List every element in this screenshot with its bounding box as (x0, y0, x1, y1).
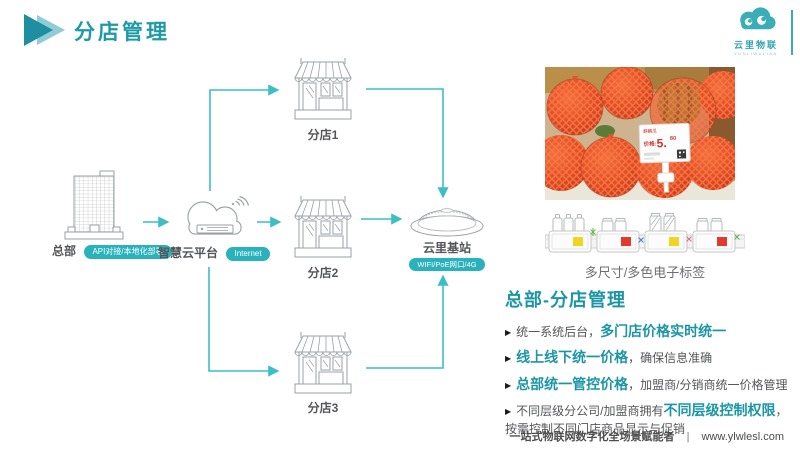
bullet-emphasis: 多门店价格实时统一 (600, 323, 727, 339)
store3-label: 分店3 (307, 401, 339, 415)
hq-label: 总部 (52, 244, 77, 258)
bullet-emphasis: 线上线下统一价格 (516, 349, 629, 366)
esl-caption: 多尺寸/多色电子标签 (584, 265, 706, 280)
footer-slogan: 一站式物联网数字化全场景赋能者 (509, 431, 675, 443)
store3-icon (294, 332, 352, 394)
flow-arrows (143, 84, 449, 377)
esl-qr-code (676, 149, 687, 159)
bullet-emphasis: 不同层级控制权限 (663, 402, 776, 419)
base-station-icon (410, 208, 484, 237)
footer: 一站式物联网数字化全场景赋能者 | www.ylwlesl.com (510, 428, 785, 444)
bullet-text: 统一系统后台， (516, 325, 601, 339)
features-panel: 总部-分店管理 ▶ 统一系统后台，多门店价格实时统一 ▶ 线上线下统一价格，确保信息… (505, 286, 793, 444)
bullet-text: ，加盟商/分销商统一价格管理 (628, 377, 788, 392)
features-heading: 总部-分店管理 (505, 290, 626, 310)
feature-bullet-1: ▶ 统一系统后台，多门店价格实时统一 (505, 321, 793, 341)
electronic-shelf-label: 麒麟瓜 价格: 5. 80 (638, 122, 691, 193)
esl-tag-row (548, 230, 736, 253)
cloud-platform-icon (187, 195, 250, 235)
store2-icon (294, 196, 352, 258)
footer-url: www.ylwlesl.com (701, 431, 784, 443)
hq-badge: API对接/本地化部署 (84, 245, 172, 259)
arrow-cloud-to-store3 (208, 267, 280, 377)
bullet-text: 不同层级分公司/加盟商拥有 (516, 404, 664, 419)
brand-name: 云里物联 (733, 40, 778, 50)
bullet-text: ，按需控制不同门店商品显示与促销 (505, 404, 788, 436)
station-badge: WIFI/PoE网口/4G (409, 258, 485, 272)
station-label: 云里基站 (422, 241, 471, 255)
arrow-store1-to-station (366, 88, 449, 199)
store2-label: 分店2 (307, 266, 339, 280)
cloud-label: 智慧云平台 (158, 246, 219, 260)
headquarters-building-icon (64, 170, 124, 240)
header-divider-line (791, 10, 793, 55)
sparkle-icons (590, 228, 740, 243)
shelf-esl-illustration (545, 213, 745, 253)
store1-label: 分店1 (307, 128, 339, 142)
esl-price-main: 5. (656, 136, 666, 150)
bullet-emphasis: 总部统一管控价格 (516, 375, 629, 392)
wifi-signal-icon (231, 195, 250, 206)
bullet-marker: ▶ (505, 328, 512, 337)
bullet-marker: ▶ (505, 380, 512, 390)
arrow-store3-to-station (366, 274, 449, 369)
brand-subtext: YUNLIWULIAN (734, 51, 778, 56)
page-title: 分店管理 (74, 21, 170, 44)
product-photo: 麒麟瓜 价格: 5. 80 (545, 67, 735, 200)
arrow-cloud-to-store1 (209, 84, 280, 191)
bullet-marker: ▶ (505, 354, 512, 364)
brand-logo: 云里物联 YUNLIWULIAN (728, 6, 784, 56)
bullet-marker: ▶ (505, 407, 512, 417)
esl-product-name: 麒麟瓜 (643, 127, 657, 134)
esl-price-cents: 80 (670, 136, 676, 142)
bullet-text: ，确保信息准确 (628, 351, 713, 366)
cloud-badge: Internet (226, 247, 270, 261)
feature-bullet-4: ▶ 不同层级分公司/加盟商拥有不同层级控制权限，按需控制不同门店商品显示与促销 (505, 400, 793, 438)
esl-price-label: 价格: (644, 139, 657, 147)
store1-icon (294, 58, 352, 120)
feature-bullet-2: ▶ 线上线下统一价格，确保信息准确 (505, 347, 793, 367)
footer-divider: | (686, 431, 690, 443)
title-arrow-icon (24, 14, 65, 46)
cloud-logo-icon (740, 7, 776, 30)
feature-bullet-3: ▶ 总部统一管控价格，加盟商/分销商统一价格管理 (505, 374, 793, 394)
